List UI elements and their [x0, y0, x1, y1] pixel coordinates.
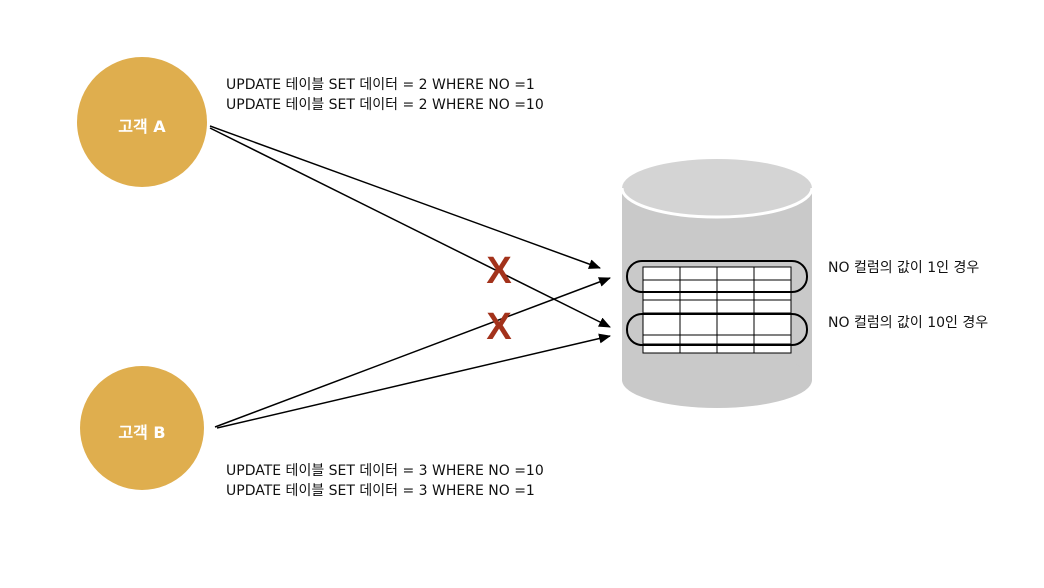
arrow-a-to-no1 [209, 125, 601, 269]
customer-b-label: 고객 B [118, 423, 166, 442]
conflict-mark: X [486, 306, 512, 348]
customer-b-query: UPDATE 테이블 SET 데이터 = 3 WHERE NO =1 [226, 483, 535, 499]
customer-a-query: UPDATE 테이블 SET 데이터 = 2 WHERE NO =10 [226, 97, 544, 113]
row-no10-label: NO 컬럼의 값이 10인 경우 [828, 315, 989, 331]
data-table [642, 266, 792, 354]
arrow-b-to-no1 [214, 277, 611, 428]
row-no10-highlight [626, 313, 808, 346]
customer-a-circle [77, 57, 207, 187]
conflict-mark: X [486, 250, 512, 292]
customer-b-circle [80, 366, 204, 490]
customer-b-query: UPDATE 테이블 SET 데이터 = 3 WHERE NO =10 [226, 463, 544, 479]
row-no1-label: NO 컬럼의 값이 1인 경우 [828, 260, 980, 276]
arrow-b-to-no10 [216, 333, 611, 429]
customer-a-query: UPDATE 테이블 SET 데이터 = 2 WHERE NO =1 [226, 77, 535, 93]
row-no1-highlight [626, 260, 808, 293]
customer-a-label: 고객 A [118, 117, 166, 136]
arrow-a-to-no10 [209, 127, 611, 328]
